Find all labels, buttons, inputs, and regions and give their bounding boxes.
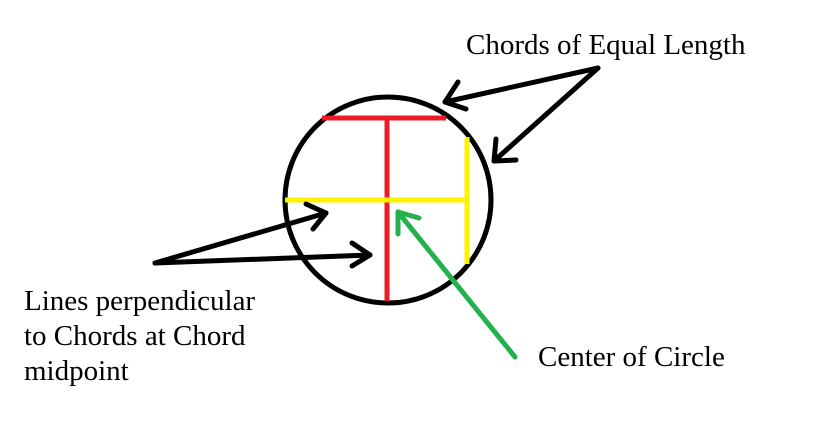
label-center-of-circle: Center of Circle [538,341,725,373]
label-perpendicular-line-1: Lines perpendicular [24,285,256,317]
label-chords-equal-length: Chords of Equal Length [466,29,746,61]
label-perpendicular-lines: Lines perpendicular to Chords at Chord m… [24,284,255,389]
perpendicular-arrows [152,201,373,269]
chord-arrows [442,65,601,164]
label-perpendicular-line-2: to Chords at Chord [24,320,246,352]
center-arrow [395,209,518,360]
label-perpendicular-line-3: midpoint [24,355,129,387]
